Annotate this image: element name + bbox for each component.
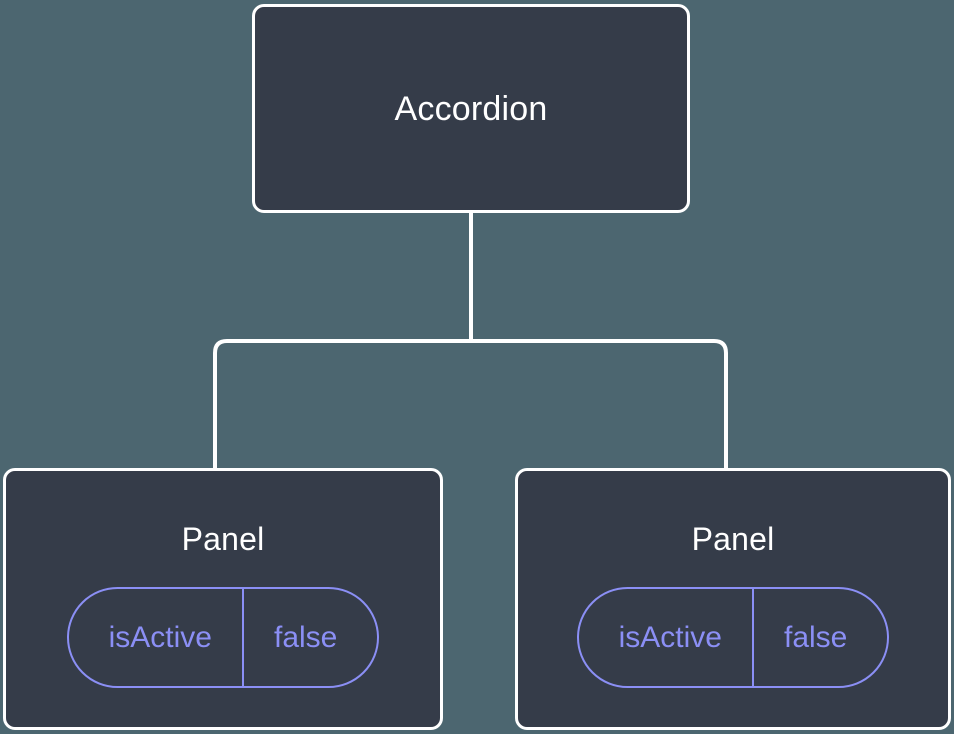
node-panel-right-title: Panel [691,521,775,557]
node-accordion-title: Accordion [394,89,548,128]
state-pill-right[interactable]: isActive false [576,587,890,688]
state-pill-left[interactable]: isActive false [66,587,380,688]
state-pill-left-key: isActive [108,620,212,654]
edge-branch-bar [213,339,728,468]
node-panel-right[interactable]: Panel isActive false [515,468,951,730]
node-panel-left-title: Panel [181,521,265,557]
node-panel-left[interactable]: Panel isActive false [3,468,443,730]
state-pill-left-value: false [241,589,377,686]
state-pill-right-value: false [751,589,887,686]
node-accordion[interactable]: Accordion [252,4,690,213]
state-pill-right-key: isActive [618,620,722,654]
